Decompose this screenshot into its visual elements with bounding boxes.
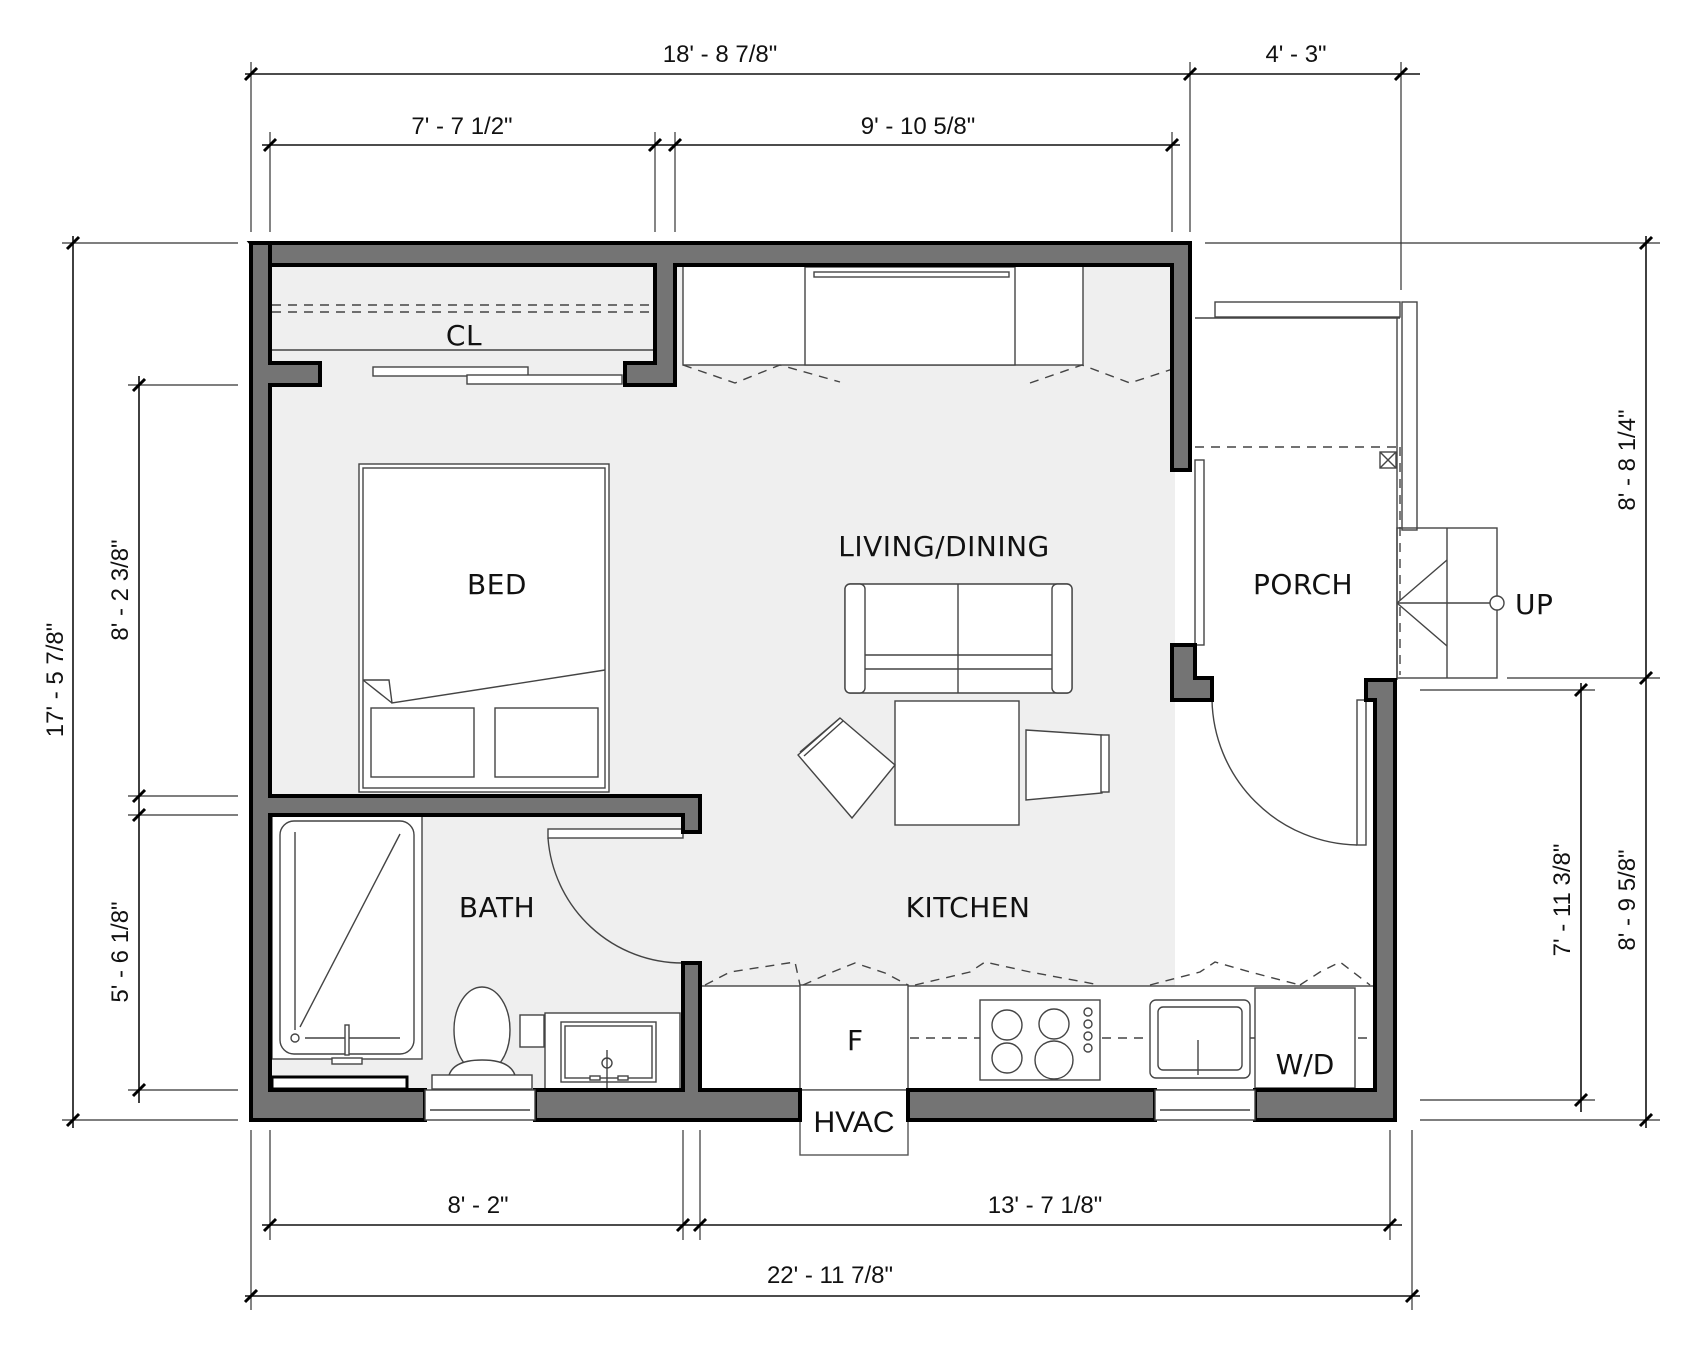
wall-bath-kitchen bbox=[533, 961, 802, 1122]
refrigerator[interactable]: F bbox=[799, 962, 909, 1091]
stair-arrow-icon bbox=[1489, 595, 1505, 611]
dining-chair-left[interactable] bbox=[797, 717, 896, 820]
dim-right-kitchen-inner: 7' - 11 3/8" bbox=[1549, 844, 1576, 957]
stairs-up-label: UP bbox=[1515, 588, 1553, 621]
label-porch: PORCH bbox=[1253, 568, 1353, 601]
sofa-arm bbox=[1051, 583, 1073, 694]
label-kitchen: KITCHEN bbox=[906, 891, 1031, 924]
dim-right-porch: 8' - 8 1/4" bbox=[1614, 409, 1641, 510]
bath-vanity[interactable] bbox=[544, 1012, 681, 1091]
dim-top-overall: 18' - 8 7/8" bbox=[663, 41, 778, 68]
cabinet-door-swing bbox=[1029, 364, 1186, 384]
dim-left-bath: 5' - 6 1/8" bbox=[107, 901, 134, 1002]
tub-ledge bbox=[270, 1075, 409, 1091]
closet-sliding-door-2[interactable] bbox=[466, 374, 623, 385]
wall-bottom bbox=[906, 1088, 1157, 1122]
dimensions-bottom: 8' - 2" 13' - 7 1/8" 22' - 11 7/8" bbox=[243, 1130, 1420, 1310]
wall-top bbox=[246, 241, 1192, 472]
porch bbox=[1194, 301, 1418, 680]
dim-bottom-kitchen: 13' - 7 1/8" bbox=[988, 1192, 1103, 1219]
dim-top-bedroom: 7' - 7 1/2" bbox=[411, 113, 512, 140]
room-labels: CL BED LIVING/DINING PORCH BATH KITCHEN bbox=[446, 319, 1353, 924]
sofa[interactable] bbox=[844, 583, 1073, 694]
post bbox=[1379, 451, 1397, 469]
dim-bottom-bath: 8' - 2" bbox=[447, 1192, 508, 1219]
label-bath: BATH bbox=[459, 891, 535, 924]
window-kitchen bbox=[1154, 1089, 1256, 1121]
dining-chair-right[interactable] bbox=[1025, 729, 1110, 801]
dimensions-left: 17' - 5 7/8" 8' - 2 3/8" 5' - 6 1/8" bbox=[42, 235, 238, 1128]
toilet[interactable] bbox=[431, 986, 533, 1091]
dim-left-overall: 17' - 5 7/8" bbox=[42, 623, 69, 738]
dining-table[interactable] bbox=[894, 700, 1020, 826]
cabinet-door-swing bbox=[682, 364, 841, 384]
cooktop[interactable] bbox=[979, 999, 1101, 1081]
fridge-label: F bbox=[847, 1024, 863, 1057]
toilet-paper-holder bbox=[519, 1014, 545, 1048]
walls bbox=[246, 241, 1397, 1122]
hvac-label: HVAC bbox=[813, 1106, 894, 1139]
bed[interactable] bbox=[358, 463, 610, 793]
bathtub[interactable] bbox=[271, 812, 423, 1065]
dim-bottom-overall: 22' - 11 7/8" bbox=[767, 1262, 893, 1289]
porch-railing-top bbox=[1214, 301, 1401, 318]
dim-left-bedroom: 8' - 2 3/8" bbox=[107, 539, 134, 640]
porch-floor bbox=[1195, 320, 1410, 700]
sofa-arm bbox=[844, 583, 866, 694]
pillow bbox=[370, 707, 475, 778]
dim-top-living: 9' - 10 5/8" bbox=[861, 113, 976, 140]
porch-railing-side bbox=[1401, 301, 1418, 531]
built-in-shelf bbox=[813, 271, 1010, 278]
porch-stairs[interactable]: UP bbox=[1396, 527, 1553, 679]
closet-sliding-door-1[interactable] bbox=[372, 366, 529, 377]
dim-top-porch: 4' - 3" bbox=[1265, 41, 1326, 68]
dim-right-kitchen-outer: 8' - 9 5/8" bbox=[1614, 849, 1641, 950]
label-closet: CL bbox=[446, 319, 482, 352]
upper-cabinets bbox=[682, 264, 1186, 384]
kitchen-sink[interactable] bbox=[1149, 999, 1251, 1079]
hvac-unit[interactable]: HVAC bbox=[799, 1089, 909, 1156]
window-bath bbox=[424, 1089, 536, 1121]
washer-dryer[interactable]: W/D bbox=[1254, 987, 1356, 1089]
wd-label: W/D bbox=[1276, 1048, 1335, 1081]
built-in-unit bbox=[804, 266, 1016, 366]
closet bbox=[272, 304, 655, 385]
wall-jamb bbox=[1170, 643, 1214, 702]
dimensions-right: 8' - 8 1/4" 8' - 9 5/8" 7' - 11 3/8" bbox=[1205, 235, 1660, 1128]
label-living-dining: LIVING/DINING bbox=[838, 530, 1050, 563]
dimensions-top: 18' - 8 7/8" 4' - 3" 7' - 7 1/2" 9' - 10… bbox=[243, 41, 1420, 290]
label-bed: BED bbox=[467, 568, 527, 601]
wall-right bbox=[1253, 678, 1397, 1122]
bed-sheet-fold bbox=[363, 669, 606, 704]
pillow bbox=[494, 707, 599, 778]
window bbox=[1194, 459, 1205, 646]
entry-door[interactable] bbox=[1211, 699, 1367, 846]
